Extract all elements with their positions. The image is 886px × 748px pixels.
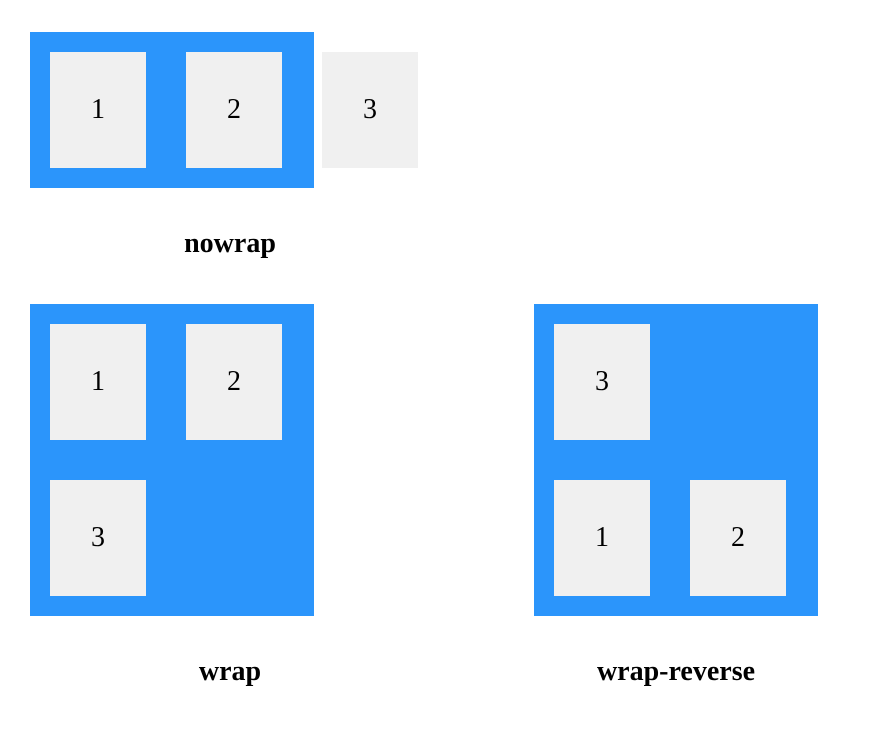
wrap-item-2: 2 bbox=[186, 324, 282, 440]
nowrap-item-1: 1 bbox=[50, 52, 146, 168]
wrap-reverse-item-3: 3 bbox=[554, 324, 650, 440]
wrap-reverse-caption: wrap-reverse bbox=[596, 656, 756, 687]
wrap-reverse-item-1: 1 bbox=[554, 480, 650, 596]
wrap-item-1: 1 bbox=[50, 324, 146, 440]
wrap-caption: wrap bbox=[198, 656, 262, 687]
nowrap-item-2: 2 bbox=[186, 52, 282, 168]
wrap-item-3: 3 bbox=[50, 480, 146, 596]
nowrap-caption: nowrap bbox=[184, 228, 276, 259]
nowrap-item-3-overflow: 3 bbox=[322, 52, 418, 168]
wrap-reverse-item-2: 2 bbox=[690, 480, 786, 596]
